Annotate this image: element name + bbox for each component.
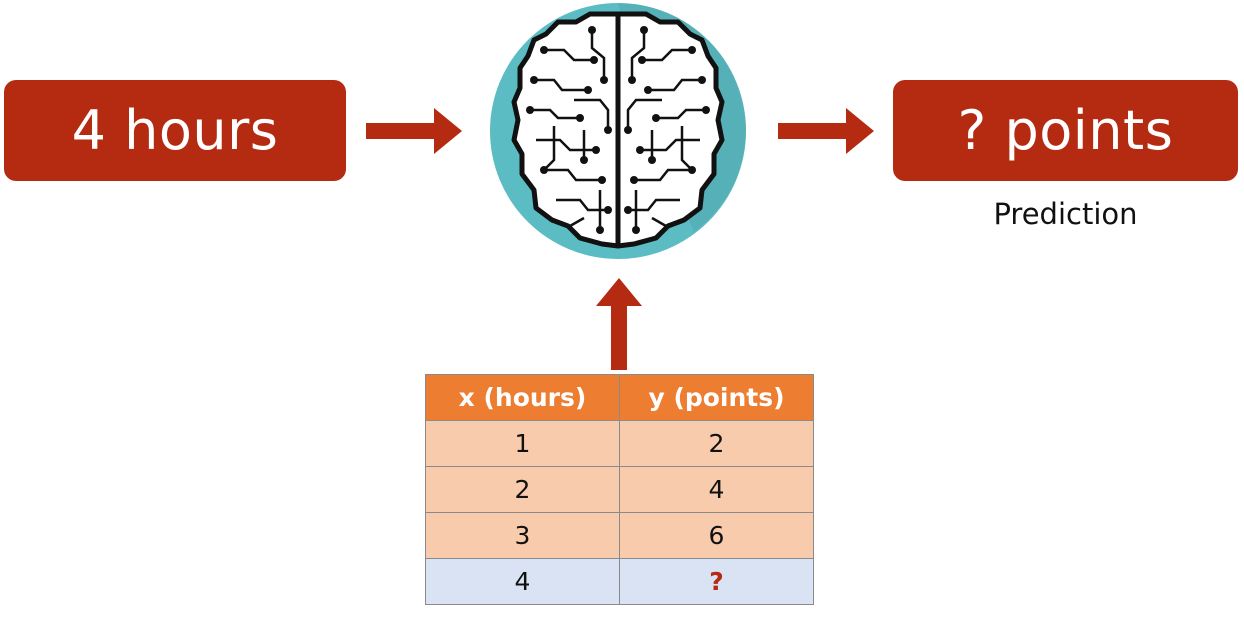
table-row: 2 4 [425,466,814,513]
table-cell: 3 [425,512,620,559]
column-header-y: y (points) [619,374,814,421]
output-box: ? points [893,80,1238,181]
input-label: 4 hours [71,99,279,162]
unknown-value-cell: ? [619,558,814,605]
table-cell: 2 [425,466,620,513]
table-cell: 4 [425,558,620,605]
table-header-row: x (hours) y (points) [425,374,814,421]
column-header-x: x (hours) [425,374,620,421]
brain-icon [484,0,750,262]
table-cell: 2 [619,420,814,467]
prediction-caption: Prediction [993,197,1138,231]
table-cell: 6 [619,512,814,559]
arrow-data-to-model [596,278,642,370]
arrow-model-to-output [778,108,874,154]
query-row: 4 ? [425,558,814,605]
training-data-table: x (hours) y (points) 1 2 2 4 3 6 4 ? [425,374,814,605]
table-row: 1 2 [425,420,814,467]
output-label: ? points [957,99,1174,162]
table-cell: 1 [425,420,620,467]
input-box: 4 hours [4,80,346,181]
arrow-input-to-model [366,108,462,154]
table-cell: 4 [619,466,814,513]
table-row: 3 6 [425,512,814,559]
